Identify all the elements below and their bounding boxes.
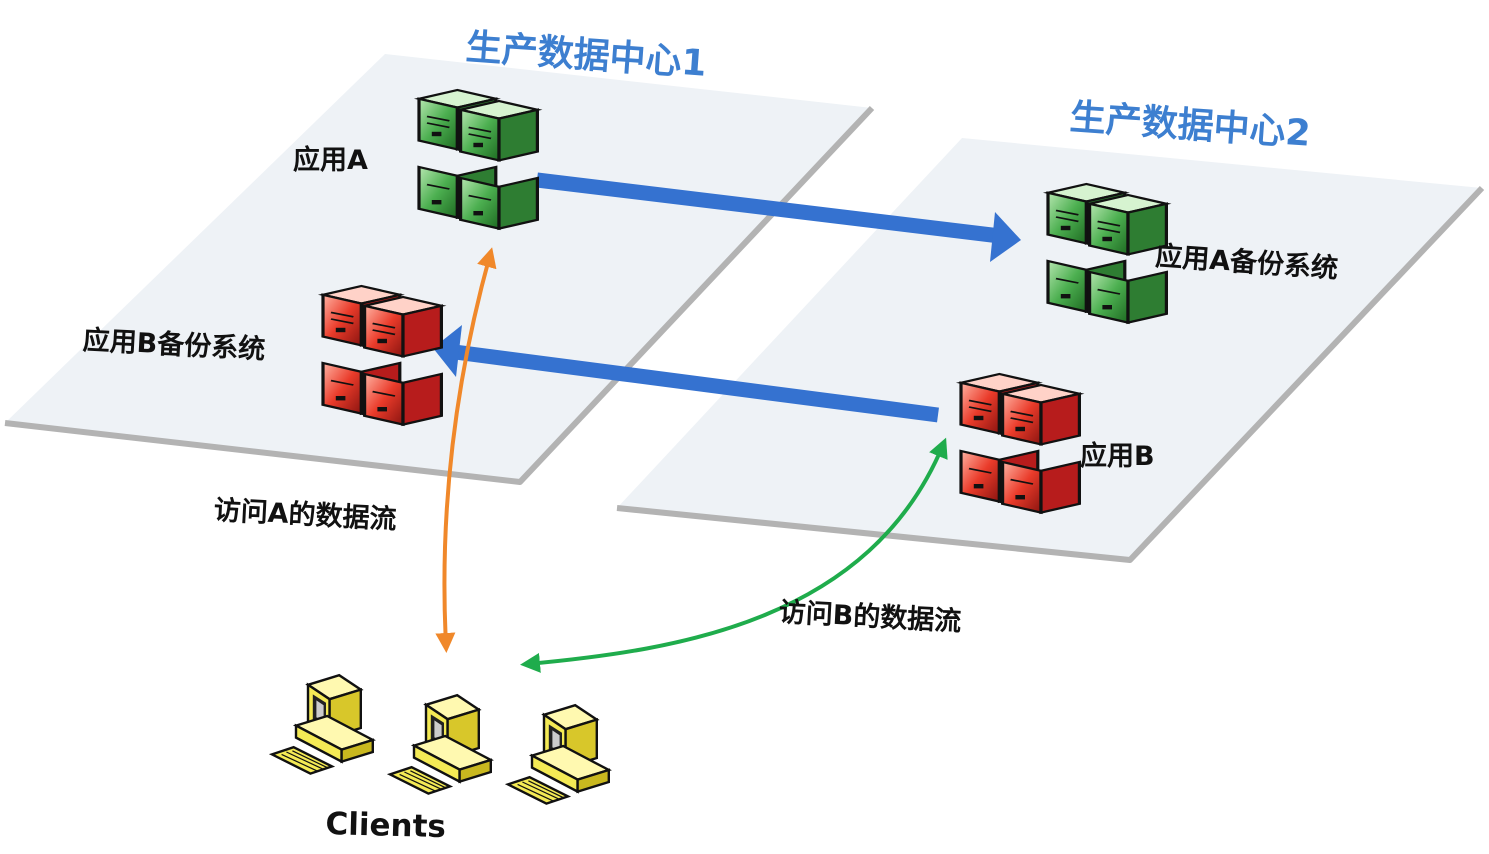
app-a-label: 应用A <box>293 145 368 176</box>
client-computer-icon <box>270 674 375 775</box>
access-a-flow-arrow <box>435 247 497 653</box>
app-b-label: 应用B <box>1080 441 1155 472</box>
client-computer-icon <box>506 704 610 805</box>
replication-arrow-a <box>536 172 1021 262</box>
clients-label: Clients <box>325 806 447 846</box>
client-computer-icon <box>388 694 493 795</box>
access-b-flow-arrow <box>520 437 948 673</box>
